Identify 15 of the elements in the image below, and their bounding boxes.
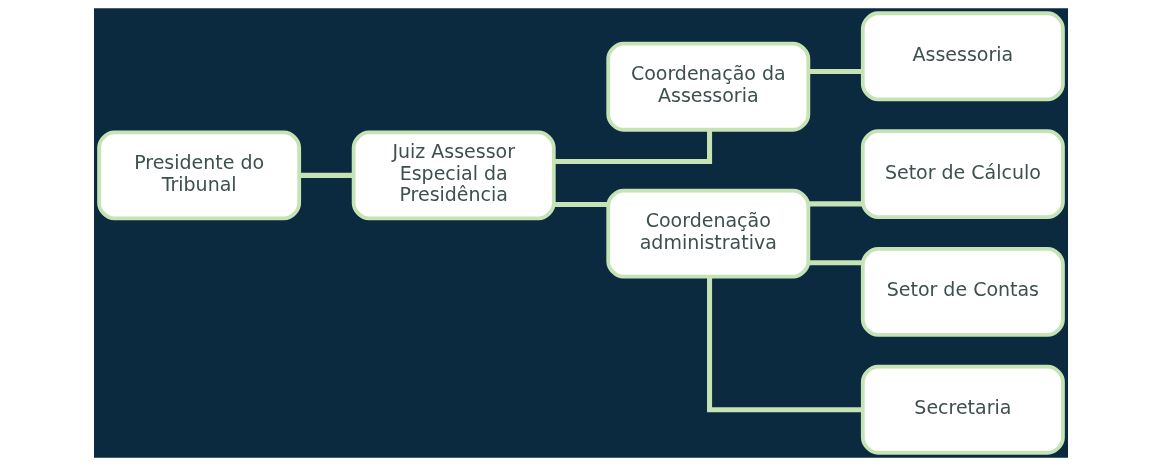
node-box: Presidente do Tribunal (97, 130, 302, 221)
connector (554, 130, 713, 164)
node-box: Setor de Cálculo (860, 129, 1065, 220)
connector (707, 276, 863, 413)
node-box: Juiz Assessor Especial da Presidência (351, 130, 556, 221)
node-box: Secretaria (860, 364, 1065, 455)
connector (808, 201, 863, 207)
connector (299, 172, 354, 178)
node-box: Coordenação administrativa (606, 188, 811, 279)
connector (808, 68, 863, 75)
node-box: Coordenação da Assessoria (606, 41, 811, 132)
connector (808, 260, 863, 266)
node-box: Assessoria (860, 11, 1065, 102)
connector (553, 201, 609, 208)
node-box: Setor de Contas (860, 246, 1065, 337)
